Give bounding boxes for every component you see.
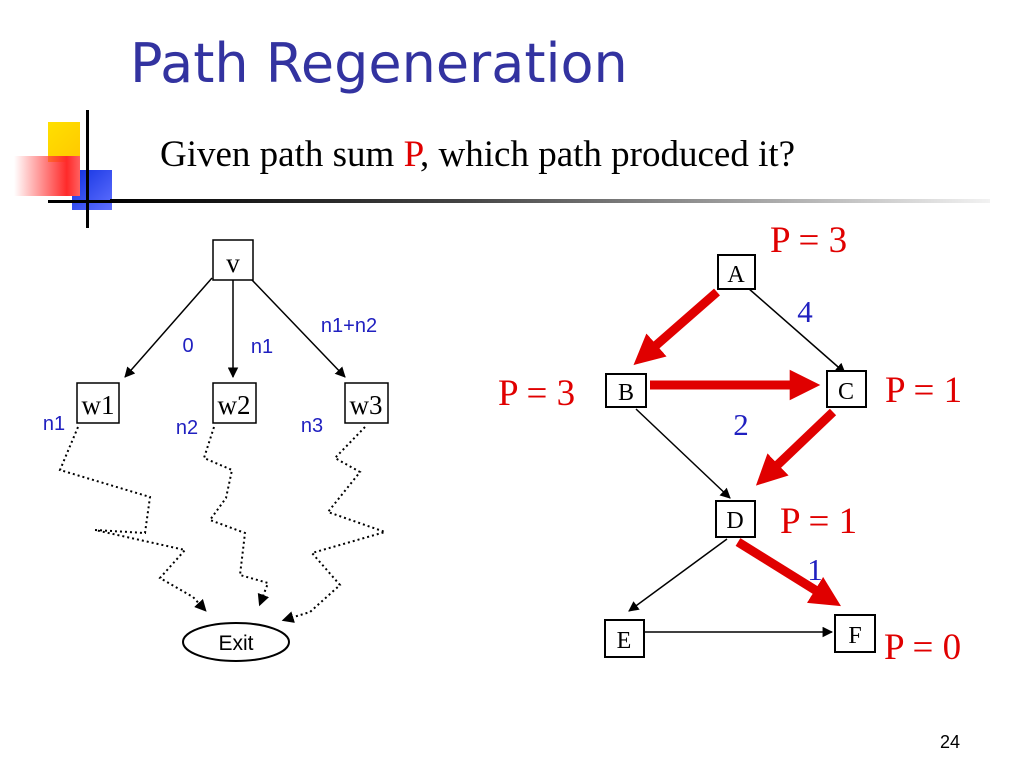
right-diagram: A B C D E F 4 2 1 P = 3 P = 3 P = 1 P = … [498,220,962,668]
node-w3 [344,382,389,424]
p-label-B: P = 3 [498,373,575,414]
yellow-square [48,122,80,162]
path-w1-exit [58,426,207,612]
edge-v-w1 [124,277,213,378]
path-label-w3: n3 [301,415,323,437]
subtitle-p-variable: P [403,134,421,175]
edge-label-v-w1: 0 [182,335,193,357]
node-exit [182,622,290,662]
highlight-edge-A-B [633,288,720,366]
subtitle-prefix: Given path sum [160,134,404,175]
node-w1 [76,382,120,424]
node-C-label: C [838,379,854,405]
slide-title: Path Regeneration [130,32,628,95]
node-B [605,373,647,408]
subtitle-suffix: , which path produced it? [420,134,796,175]
horizontal-rule [48,200,140,203]
edge-B-D [635,408,731,499]
edge-v-w3 [251,279,346,378]
node-A-label: A [727,262,745,288]
path-w3-exit [281,426,389,623]
edge-label-v-w3: n1+n2 [321,315,377,337]
edge-weight-A-C: 4 [797,294,813,329]
node-w3-label: w3 [350,390,383,420]
node-exit-label: Exit [218,632,253,655]
p-label-D: P = 1 [780,501,857,542]
node-D-label: D [726,508,743,534]
node-w2 [212,382,257,424]
highlight-edge-D-F [735,538,841,607]
p-label-A: P = 3 [770,220,847,261]
node-F-label: F [848,623,861,649]
path-w2-exit [202,426,270,607]
p-label-C: P = 1 [885,370,962,411]
vertical-rule [86,110,89,228]
slide-subtitle: Given path sum P, which path produced it… [160,133,795,176]
node-w1-label: w1 [82,390,115,420]
path-label-w1: n1 [43,413,65,435]
node-v [212,239,254,281]
edge-A-C [747,287,846,374]
node-F [834,614,876,653]
node-E [604,619,645,658]
p-label-F: P = 0 [884,627,961,668]
header-divider-line [110,199,990,203]
node-E-label: E [617,628,632,654]
decorative-corner-squares [0,100,140,230]
edge-weight-D-F: 1 [807,552,823,587]
node-v-label: v [226,248,240,278]
edge-weight-B-C: 2 [733,407,749,442]
node-A [717,254,756,290]
page-number: 24 [940,732,961,752]
highlight-edge-C-D [755,408,837,486]
path-label-w2: n2 [176,417,198,439]
red-square [14,156,80,196]
node-w2-label: w2 [218,390,251,420]
node-B-label: B [618,380,634,406]
node-D [715,500,756,538]
edge-D-E [628,538,728,612]
edge-label-v-w2: n1 [251,336,273,358]
node-C [826,370,867,408]
left-diagram: v w1 w2 w3 Exit 0 n1 n1+n2 n1 n2 n3 [43,239,389,662]
